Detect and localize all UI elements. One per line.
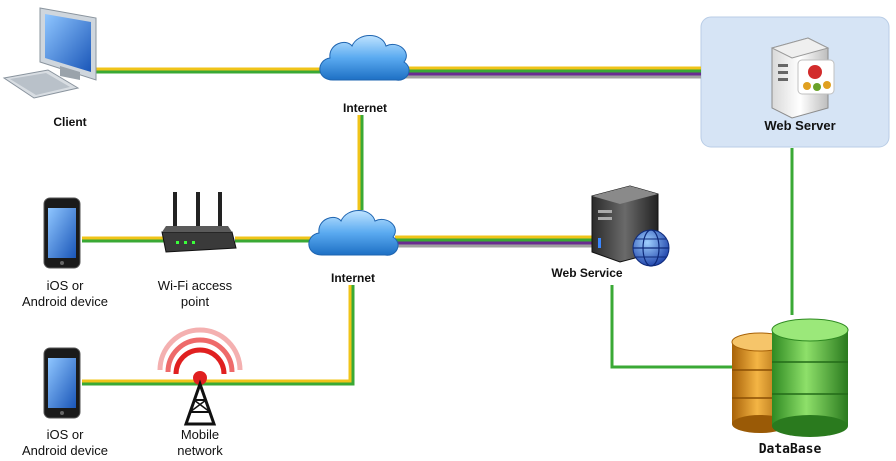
cable-internet-webserver (400, 66, 701, 79)
web-server-icon (770, 37, 835, 119)
internet-cloud-mid-icon (308, 210, 399, 256)
mobile-label-line2: network (177, 443, 223, 458)
cable-mobile-internet (82, 285, 355, 386)
device2-label-line2: Android device (22, 443, 108, 458)
smartphone-icon-2 (43, 347, 81, 419)
internet-top-label: Internet (342, 101, 387, 115)
internet-mid-label: Internet (330, 271, 375, 285)
mobile-tower-icon (157, 327, 243, 426)
wifi-router-icon (161, 192, 237, 253)
wifi-label-line2: point (180, 294, 210, 309)
cable-internet-vertical (357, 115, 364, 210)
client-computer-icon (2, 7, 97, 99)
cable-client-internet (95, 67, 330, 74)
mobile-label-line1: Mobile (180, 427, 220, 442)
internet-cloud-top-icon (319, 35, 410, 81)
wifi-label-line1: Wi-Fi access (157, 278, 233, 293)
database-green-icon (771, 318, 849, 437)
device1-label-line2: Android device (22, 294, 108, 309)
web-service-icon (591, 185, 670, 267)
device2-label-line1: iOS or (46, 427, 84, 442)
client-label: Client (53, 115, 87, 129)
cable-wifi-internet (235, 236, 318, 243)
link-webservice-database (610, 285, 740, 369)
web-server-label: Web Server (764, 118, 836, 133)
device1-label-line1: iOS or (46, 278, 84, 293)
database-label: DataBase (758, 442, 822, 457)
cable-internet-webservice (395, 235, 598, 248)
smartphone-icon-1 (43, 197, 81, 269)
web-service-label: Web Service (551, 266, 623, 280)
cable-device-wifi (82, 236, 165, 243)
